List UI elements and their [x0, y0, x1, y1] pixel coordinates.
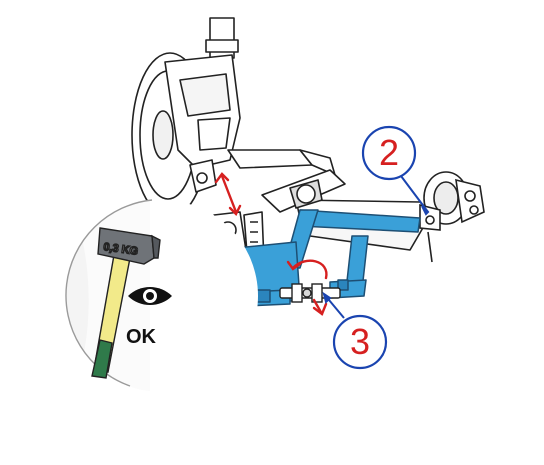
callout-2-number: 2	[379, 132, 399, 173]
hammer-icon: 0,3 KG	[91, 227, 161, 379]
callout-3-number: 3	[350, 321, 370, 362]
callout-3: 3	[332, 314, 388, 370]
hammer-inset: 0,3 KG OK	[65, 199, 258, 392]
hammer-weight-label: 0,3 KG	[103, 241, 139, 258]
eye-icon	[128, 287, 172, 305]
brake-disc-assembly	[131, 17, 241, 218]
ok-label: OK	[126, 326, 157, 348]
right-wheel-hub	[419, 171, 485, 263]
callout-2: 2	[361, 125, 417, 181]
